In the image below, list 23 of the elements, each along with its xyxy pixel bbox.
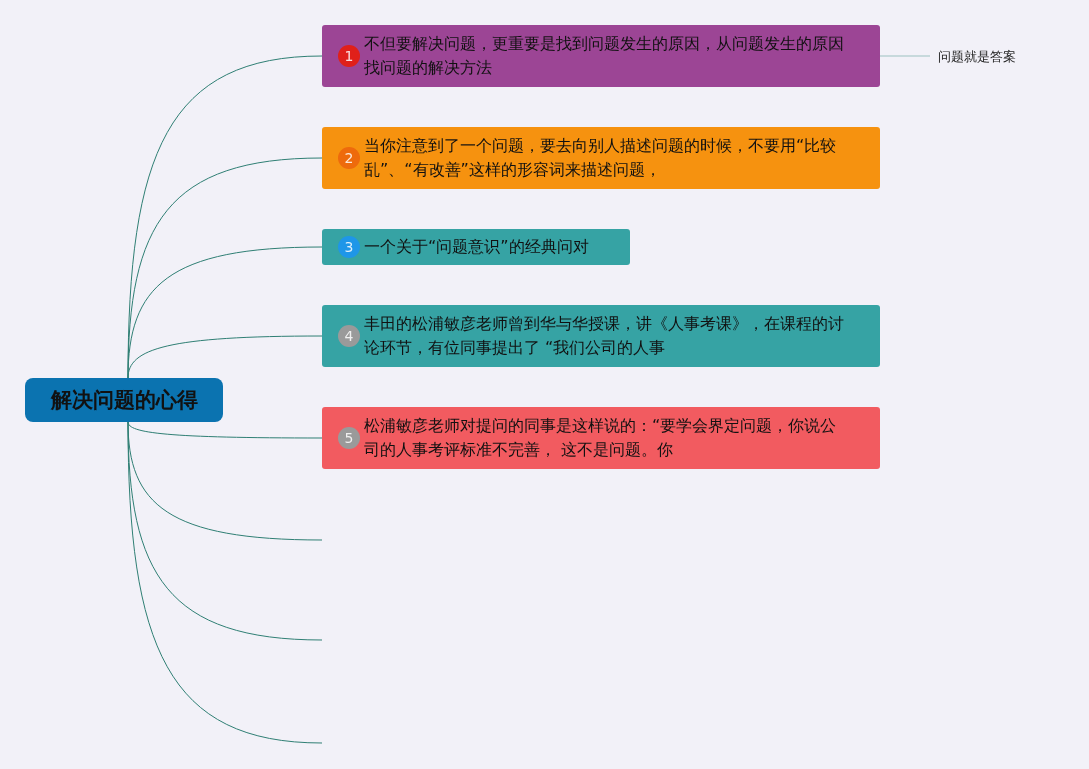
central-topic-text: 解决问题的心得 [50, 387, 198, 414]
connector-line [127, 246, 323, 379]
number-badge: 1 [338, 45, 360, 67]
number-badge: 3 [338, 236, 360, 258]
topic-text: 一个关于“问题意识”的经典问对 [364, 236, 589, 258]
connector-line [879, 55, 931, 57]
number-badge: 5 [338, 427, 360, 449]
number-badge: 2 [338, 147, 360, 169]
topic-box [322, 229, 630, 265]
subtopic-text: 问题就是答案 [938, 46, 1038, 68]
connector-line [127, 335, 323, 379]
topic-box [322, 407, 880, 469]
central-topic-box [25, 378, 223, 422]
connector-line [127, 421, 323, 744]
connector-line [127, 421, 323, 439]
topic-text: 松浦敏彦老师对提问的同事是这样说的：“要学会界定问题，你说公司的人事考评标准不完善， 这不是问题。你 [364, 415, 838, 461]
topic-text: 不但要解决问题，更重要是找到问题发生的原因，从问题发生的原因找问题的解决方法 [364, 33, 844, 79]
topic-box [322, 305, 880, 367]
topic-text: 丰田的松浦敏彦老师曾到华与华授课，讲《人事考课》，在课程的讨论环节，有位同事提出了 “我们公司的人事 [364, 313, 844, 359]
topic-text: 当你注意到了一个问题，要去向别人描述问题的时候，不要用“比较乱”、“有改善”这样的形容词来描述问题， [364, 135, 838, 181]
number-badge: 4 [338, 325, 360, 347]
topic-box [322, 127, 880, 189]
topic-box [322, 25, 880, 87]
